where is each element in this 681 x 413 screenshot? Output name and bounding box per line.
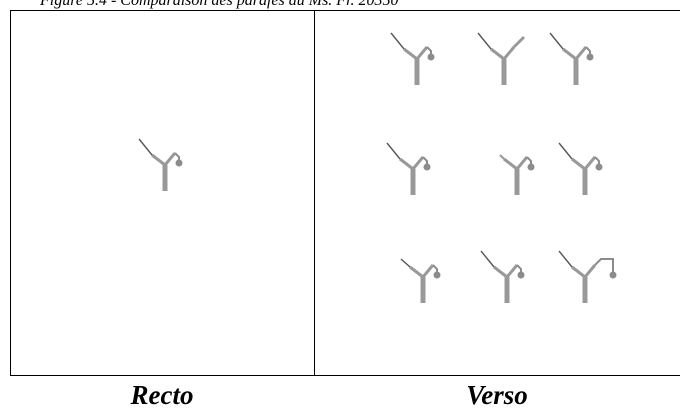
verso-paraph-8 xyxy=(480,250,525,303)
verso-paraph-6 xyxy=(558,142,603,195)
verso-paraph-2 xyxy=(477,32,526,85)
recto-paraph xyxy=(138,138,183,191)
verso-paraph-3 xyxy=(549,32,594,85)
figure-header: Figure 5.4 - Comparaison des parafes du … xyxy=(40,0,399,9)
recto-caption: Recto xyxy=(130,380,194,410)
verso-caption: Verso xyxy=(466,380,528,410)
verso-paraph-9 xyxy=(558,250,617,303)
verso-paraph-1 xyxy=(390,32,435,85)
verso-paraph-7 xyxy=(400,258,441,303)
verso-paraph-5 xyxy=(499,154,535,195)
recto-panel xyxy=(11,11,315,375)
figure-table xyxy=(10,10,680,376)
verso-panel xyxy=(315,11,681,375)
verso-paraph-4 xyxy=(386,142,431,195)
